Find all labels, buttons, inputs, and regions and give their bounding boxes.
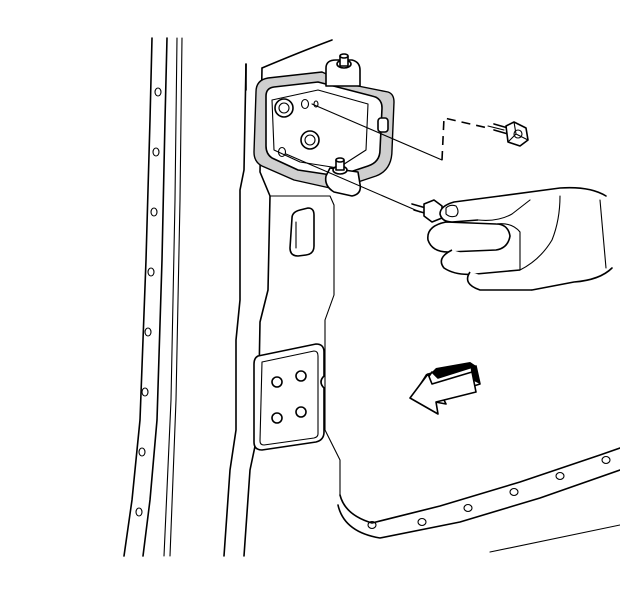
pillar-rivet-holes (135, 87, 162, 517)
held-bolt (411, 199, 443, 223)
sill-rivet-holes (367, 455, 611, 530)
door-inner-panel (223, 39, 620, 557)
hand (411, 186, 613, 291)
bolt-alignment-lines (285, 103, 489, 213)
hinge-bolt (487, 121, 529, 147)
installed-hinge-bolt-upper (274, 98, 294, 118)
door-frame-pillar (123, 37, 183, 557)
upper-door-hinge (253, 53, 395, 197)
direction-arrow (409, 362, 481, 415)
installed-hinge-bolt-center (300, 130, 320, 150)
access-plate (253, 343, 325, 451)
panel-slot (289, 207, 315, 257)
